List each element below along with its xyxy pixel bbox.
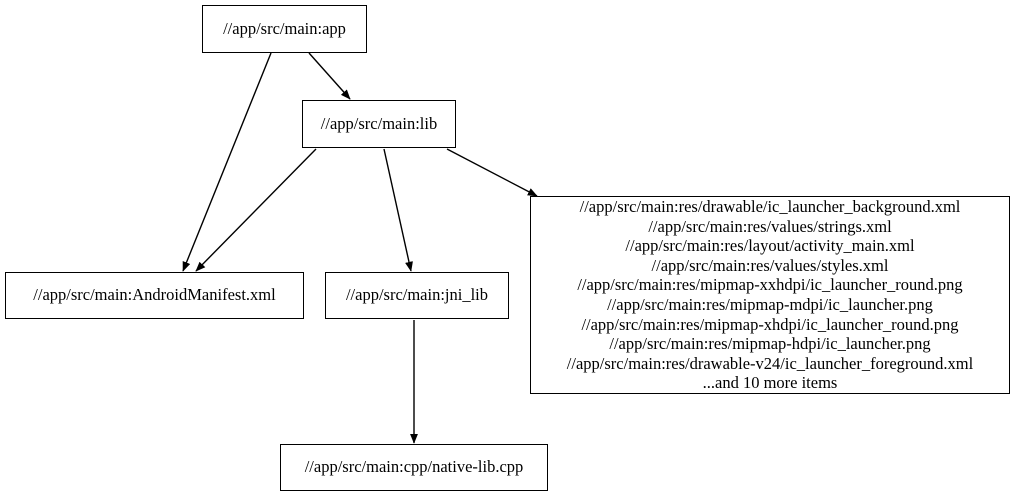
graph-node-resources-line: //app/src/main:res/mipmap-xxhdpi/ic_laun…: [577, 275, 963, 295]
graph-node-android-manifest-label: //app/src/main:AndroidManifest.xml: [33, 285, 276, 305]
graph-node-resources-line: //app/src/main:res/mipmap-mdpi/ic_launch…: [607, 295, 933, 314]
graph-edge-lib-to-resources: [446, 148, 538, 197]
graph-node-resources-line: //app/src/main:res/mipmap-hdpi/ic_launch…: [609, 334, 931, 354]
graph-node-resources[interactable]: //app/src/main:res/drawable/ic_launcher_…: [530, 196, 1010, 394]
graph-node-native-lib-cpp[interactable]: //app/src/main:cpp/native-lib.cpp: [280, 444, 548, 491]
graph-edge-lib-to-android_manifest: [195, 148, 317, 272]
graph-node-app-label: //app/src/main:app: [223, 18, 346, 38]
graph-node-resources-line: ...and 10 more items: [702, 373, 838, 393]
graph-node-jni-lib-label: //app/src/main:jni_lib: [345, 285, 489, 305]
graph-node-jni-lib[interactable]: //app/src/main:jni_lib: [325, 272, 509, 319]
graph-node-lib-label: //app/src/main:lib: [320, 113, 438, 133]
graph-node-resources-line: //app/src/main:res/drawable-v24/ic_launc…: [566, 353, 974, 373]
graph-node-lib[interactable]: //app/src/main:lib: [302, 100, 456, 148]
graph-node-resources-line: //app/src/main:res/drawable/ic_launcher_…: [579, 197, 961, 217]
graph-node-resources-line: //app/src/main:res/layout/activity_main.…: [625, 236, 915, 256]
graph-node-native-lib-cpp-label: //app/src/main:cpp/native-lib.cpp: [304, 457, 524, 477]
graph-edge-lib-to-jni_lib: [383, 148, 413, 272]
graph-edge-app-to-android_manifest: [182, 52, 272, 272]
graph-node-app[interactable]: //app/src/main:app: [202, 5, 367, 53]
graph-node-resources-line: //app/src/main:res/values/strings.xml: [648, 216, 892, 236]
graph-edge-app-to-lib: [308, 52, 351, 100]
graph-node-resources-label: //app/src/main:res/drawable/ic_launcher_…: [531, 197, 1009, 393]
graph-node-resources-line: //app/src/main:res/mipmap-xhdpi/ic_launc…: [581, 314, 959, 334]
graph-node-android-manifest[interactable]: //app/src/main:AndroidManifest.xml: [5, 272, 304, 319]
graph-node-resources-line: //app/src/main:res/values/styles.xml: [651, 255, 889, 275]
